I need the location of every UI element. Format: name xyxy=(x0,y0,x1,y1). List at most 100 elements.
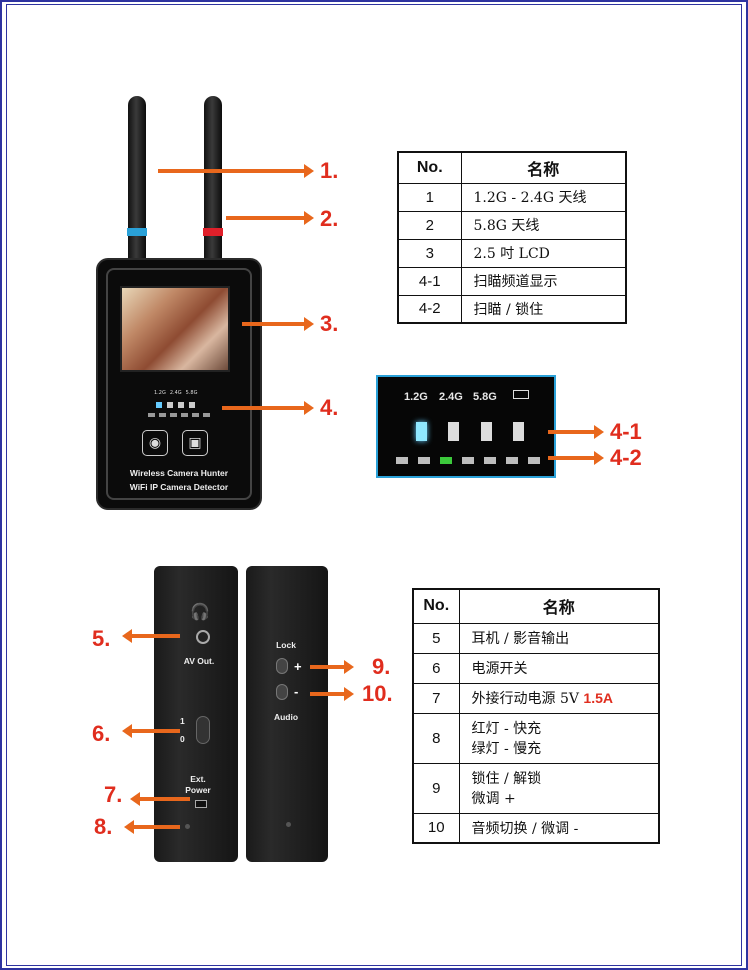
callout-1: 1. xyxy=(320,158,339,183)
cell-no: 2 xyxy=(397,210,462,240)
cell-no: 1 xyxy=(397,182,462,212)
page-frame-inner xyxy=(6,4,742,966)
scan-bar xyxy=(440,457,452,464)
channel-indicator-panel: 1.2G 2.4G 5.8G xyxy=(376,375,556,478)
callout-4: 4. xyxy=(320,395,339,420)
callout-9: 9. xyxy=(372,654,391,679)
mini-channel-labels: 1.2G 2.4G 5.8G xyxy=(154,390,214,398)
mini-bars xyxy=(148,413,210,417)
lock-label: Lock xyxy=(276,640,296,650)
arrow-5 xyxy=(122,629,180,643)
cell-name: 红灯 - 快充绿灯 - 慢充 xyxy=(458,712,660,764)
scan-bar xyxy=(396,457,408,464)
cell-name: 1.2G - 2.4G 天线 xyxy=(460,182,627,212)
callout-4-1: 4-1 xyxy=(610,419,642,444)
mini-leds xyxy=(156,402,195,408)
ext-power-label-1: Ext. xyxy=(190,774,206,784)
cell-line1: 锁住 / 解锁 xyxy=(471,771,542,787)
arrow-9 xyxy=(310,660,354,674)
scan-bar xyxy=(528,457,540,464)
arrow-6 xyxy=(122,724,180,738)
channel-led xyxy=(513,422,524,441)
arrow-8 xyxy=(124,820,180,834)
antenna-1-2-4g xyxy=(128,96,146,266)
av-out-jack xyxy=(196,630,210,644)
device-side-right: Lock + - Audio xyxy=(246,566,328,862)
charge-led xyxy=(185,824,190,829)
arrow-3 xyxy=(242,317,314,331)
antenna-ring-blue xyxy=(127,228,147,236)
cell-name-text: 外接行动电源 5V xyxy=(471,691,579,707)
panel-label: 2.4G xyxy=(439,391,463,403)
cell-name: 音频切换 / 微调 - xyxy=(458,812,660,844)
scan-bar xyxy=(484,457,496,464)
cell-name: 耳机 / 影音输出 xyxy=(458,622,660,654)
cell-no: 3 xyxy=(397,238,462,268)
battery-icon xyxy=(513,390,529,399)
mini-label: 5.8G xyxy=(185,390,198,396)
device-label-line1: Wireless Camera Hunter xyxy=(129,468,229,478)
cell-line2: 微调 + xyxy=(471,791,516,807)
arrow-4-1 xyxy=(548,425,604,439)
header-name: 名称 xyxy=(460,151,627,184)
table-row: 9 锁住 / 解锁微调 + xyxy=(412,762,660,814)
cell-no: 4-2 xyxy=(397,294,462,324)
cell-name: 扫瞄频道显示 xyxy=(460,266,627,296)
arrow-4 xyxy=(222,401,314,415)
table-header: No. 名称 xyxy=(412,588,660,624)
cell-line1: 红灯 - 快充 xyxy=(471,721,542,737)
callout-2: 2. xyxy=(320,206,339,231)
cell-no: 5 xyxy=(412,622,460,654)
usb-port xyxy=(195,800,207,808)
callout-6: 6. xyxy=(92,721,111,746)
device-bezel xyxy=(106,268,252,500)
cell-highlight: 1.5A xyxy=(583,690,613,706)
cell-no: 9 xyxy=(412,762,460,814)
scan-bar xyxy=(462,457,474,464)
device-side-left: 🎧 AV Out. 1 0 Ext. Power xyxy=(154,566,238,862)
audio-minus-button xyxy=(276,684,288,700)
power-switch xyxy=(196,716,210,744)
callout-7: 7. xyxy=(104,782,123,807)
table-header: No. 名称 xyxy=(397,151,627,184)
callout-4-2: 4-2 xyxy=(610,445,642,470)
arrow-7 xyxy=(130,792,190,806)
header-no: No. xyxy=(412,588,460,624)
cctv-icon: ▣ xyxy=(182,430,208,456)
channel-led xyxy=(448,422,459,441)
scan-bar xyxy=(506,457,518,464)
scan-bar xyxy=(418,457,430,464)
switch-on-label: 1 xyxy=(180,716,185,726)
switch-off-label: 0 xyxy=(180,734,185,744)
plus-sign: + xyxy=(294,659,302,674)
audio-label: Audio xyxy=(273,712,299,722)
panel-label: 1.2G xyxy=(404,391,428,403)
antenna-5-8g xyxy=(204,96,222,266)
side-pinhole xyxy=(286,822,291,827)
cell-no: 4-1 xyxy=(397,266,462,296)
lock-plus-button xyxy=(276,658,288,674)
av-out-label: AV Out. xyxy=(183,656,215,666)
camera-wifi-icon: ◉ xyxy=(142,430,168,456)
arrow-2 xyxy=(226,211,314,225)
ext-power-label-2: Power xyxy=(185,785,211,795)
mini-label: 2.4G xyxy=(169,390,182,396)
cell-no: 10 xyxy=(412,812,460,844)
channel-led xyxy=(481,422,492,441)
callout-8: 8. xyxy=(94,814,113,839)
cell-no: 8 xyxy=(412,712,460,764)
cell-name: 2.5 吋 LCD xyxy=(460,238,627,268)
cell-line2: 绿灯 - 慢充 xyxy=(471,741,542,757)
